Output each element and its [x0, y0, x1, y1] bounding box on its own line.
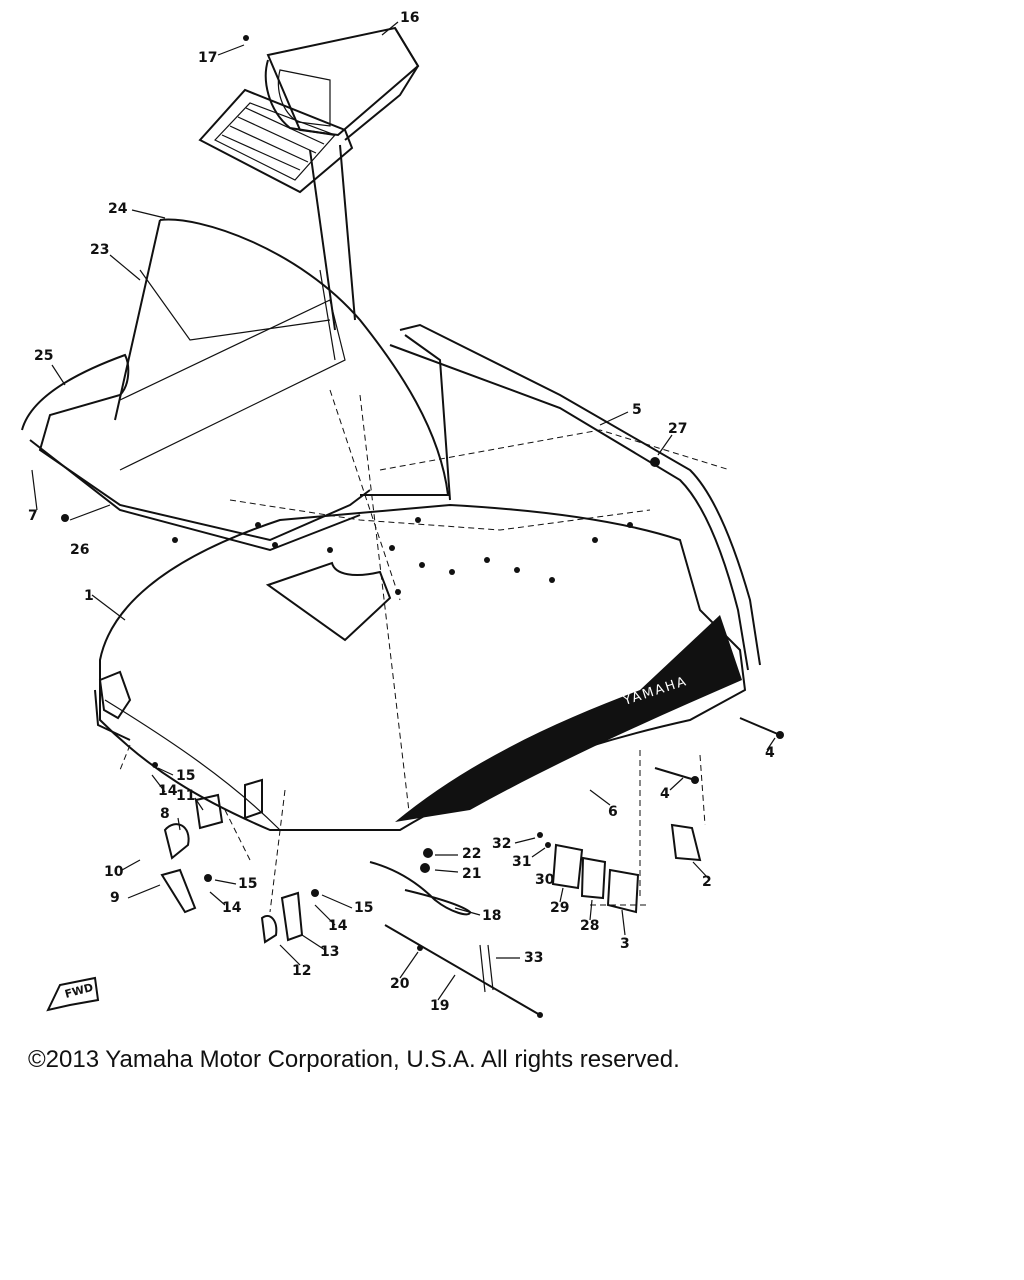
windshield-trim [21, 353, 371, 552]
leader-lines [31, 21, 776, 1001]
latch-and-brackets [94, 35, 784, 1018]
label-part-11: 11 [176, 788, 195, 804]
label-part-26: 26 [70, 542, 89, 558]
part-labels: 16 17 24 23 25 7 26 1 5 27 6 4 4 2 3 28 … [28, 10, 775, 1014]
label-part-15a: 15 [176, 768, 195, 784]
label-part-13: 13 [320, 944, 339, 960]
forward-arrow-icon: FWD [46, 976, 100, 1012]
label-part-17: 17 [198, 50, 217, 66]
label-part-25: 25 [34, 348, 53, 364]
label-part-10: 10 [104, 864, 124, 880]
label-part-2: 2 [702, 874, 712, 890]
label-part-21: 21 [462, 866, 481, 882]
label-part-22: 22 [462, 846, 481, 862]
side-decal-panel: YAMAHA [395, 615, 742, 822]
label-part-1: 1 [84, 588, 94, 604]
label-part-23: 23 [90, 242, 109, 258]
label-part-27: 27 [668, 421, 687, 437]
label-part-19: 19 [430, 998, 449, 1014]
label-part-14a: 14 [158, 783, 178, 799]
label-part-7: 7 [28, 508, 38, 524]
label-part-3: 3 [620, 936, 630, 952]
label-part-20: 20 [390, 976, 410, 992]
label-part-30: 30 [535, 872, 555, 888]
label-part-15c: 15 [354, 900, 373, 916]
rear-trim-strip [389, 323, 761, 671]
label-part-12: 12 [292, 963, 311, 979]
headlight-stalk [309, 144, 356, 331]
headlight-housing [264, 26, 420, 141]
grille-plate [198, 88, 354, 194]
label-part-29: 29 [550, 900, 569, 916]
label-part-14b: 14 [222, 900, 242, 916]
windshield [114, 218, 451, 501]
label-part-14c: 14 [328, 918, 348, 934]
label-part-24: 24 [108, 201, 128, 217]
label-part-4a: 4 [765, 745, 775, 761]
label-part-5: 5 [632, 402, 642, 418]
label-part-8: 8 [160, 806, 170, 822]
label-part-6: 6 [608, 804, 618, 820]
label-part-31: 31 [512, 854, 531, 870]
label-part-16: 16 [400, 10, 419, 26]
label-part-28: 28 [580, 918, 599, 934]
exploded-parts-diagram: YAMAHA [21, 10, 784, 1018]
label-part-33: 33 [524, 950, 543, 966]
engine-cowling [61, 389, 747, 831]
label-part-18: 18 [482, 908, 501, 924]
copyright-notice: ©2013 Yamaha Motor Corporation, U.S.A. A… [28, 1046, 680, 1073]
label-part-32: 32 [492, 836, 511, 852]
label-part-9: 9 [110, 890, 120, 906]
label-part-15b: 15 [238, 876, 257, 892]
label-part-4b: 4 [660, 786, 670, 802]
